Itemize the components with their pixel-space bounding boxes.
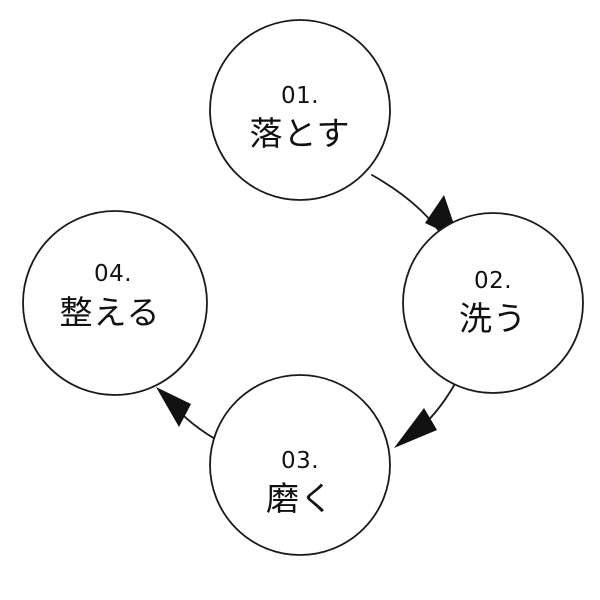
node-group: 01. 落とす 02. 洗う 03. 磨く 04. 整える: [22, 19, 584, 556]
node-02-label: 洗う: [459, 299, 527, 338]
node-01-label: 落とす: [249, 114, 350, 153]
node-03-label: 磨く: [266, 479, 334, 518]
node-04-label: 整える: [59, 293, 160, 332]
arrow-02-to-03: [394, 381, 457, 448]
node-03-circle[interactable]: [209, 374, 391, 556]
arrow-02-to-03-head: [394, 408, 437, 448]
node-01-落とす[interactable]: 01. 落とす: [209, 19, 391, 201]
node-02-circle[interactable]: [402, 212, 584, 394]
node-04-number: 04.: [94, 261, 132, 287]
node-02-number: 02.: [474, 268, 512, 294]
node-04-circle[interactable]: [22, 210, 208, 396]
node-03-磨く[interactable]: 03. 磨く: [209, 374, 391, 556]
node-02-洗う[interactable]: 02. 洗う: [402, 212, 584, 394]
node-01-number: 01.: [281, 83, 319, 109]
node-03-number: 03.: [281, 448, 319, 474]
arrow-03-to-04-head: [156, 387, 191, 427]
node-04-整える[interactable]: 04. 整える: [22, 210, 208, 396]
node-01-circle[interactable]: [209, 19, 391, 201]
